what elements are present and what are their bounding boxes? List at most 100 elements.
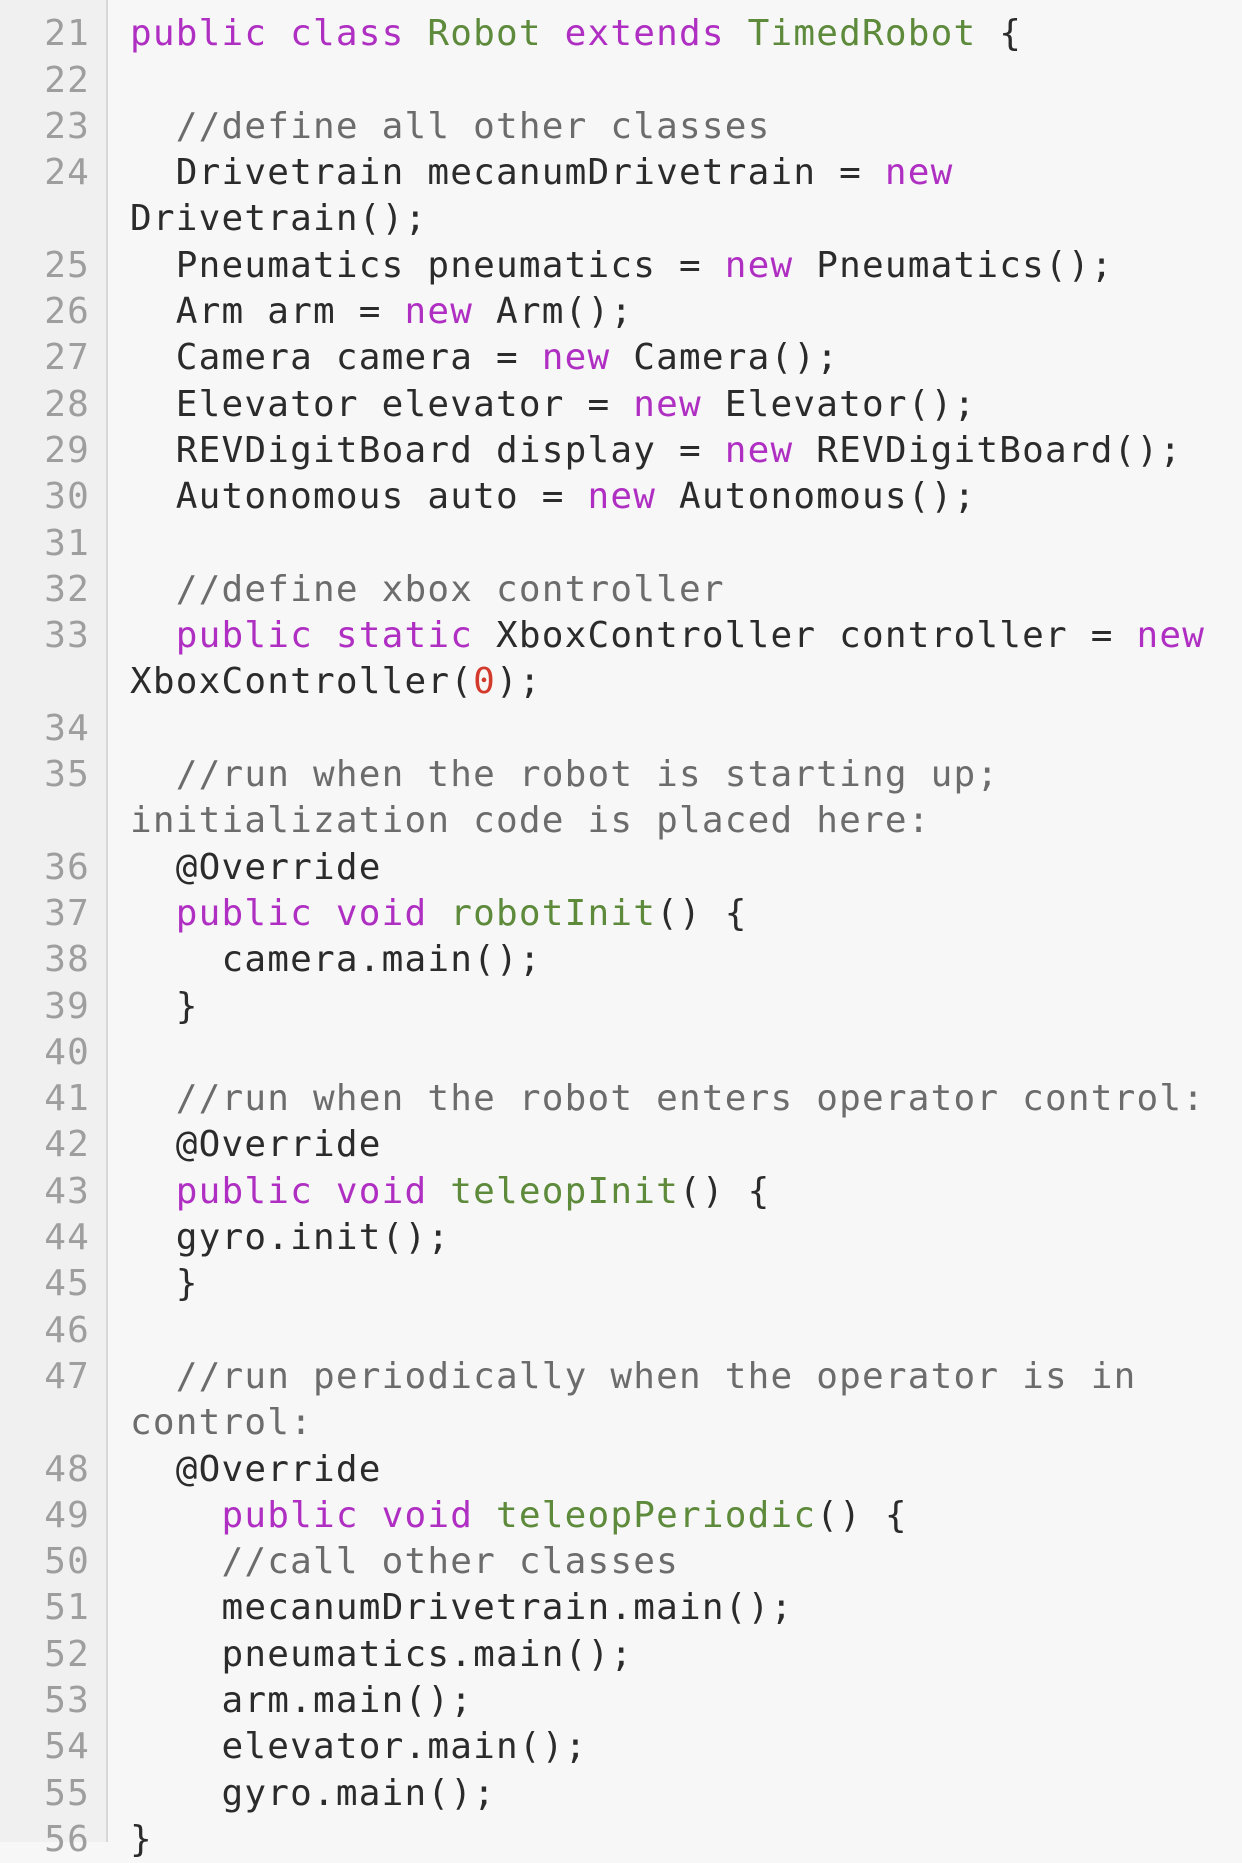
code-text[interactable]: public void robotInit() { [98,891,1242,937]
code-line[interactable]: 22​ [0,58,1242,104]
code-text[interactable]: public class Robot extends TimedRobot { [98,11,1242,57]
code-line[interactable]: 45 } [0,1261,1242,1307]
code-text[interactable]: gyro.main(); [98,1771,1242,1817]
code-line[interactable]: 44 gyro.init(); [0,1215,1242,1261]
code-line[interactable]: 51 mecanumDrivetrain.main(); [0,1585,1242,1631]
code-line[interactable]: 56} [0,1817,1242,1863]
code-token-keyword: new [884,152,954,194]
code-text[interactable]: ​ [98,0,1242,11]
line-number: 28 [44,383,90,425]
code-text[interactable]: ​ [98,58,1242,104]
code-text[interactable]: arm.main(); [98,1678,1242,1724]
code-token-method: teleopPeriodic [496,1494,817,1536]
code-token-plain: Autonomous(); [656,476,977,518]
code-line[interactable]: 25 Pneumatics pneumatics = new Pneumatic… [0,243,1242,289]
code-line[interactable]: 28 Elevator elevator = new Elevator(); [0,382,1242,428]
code-token-keyword: new [724,244,794,286]
code-text[interactable]: Drivetrain mecanumDrivetrain = new Drive… [98,150,1242,243]
code-token-plain: Pneumatics pneumatics = [130,244,725,286]
code-text[interactable]: public void teleopInit() { [98,1169,1242,1215]
code-text[interactable]: } [98,1817,1242,1863]
code-line[interactable]: 53 arm.main(); [0,1678,1242,1724]
code-line[interactable]: 46​ [0,1308,1242,1354]
code-text[interactable]: REVDigitBoard display = new REVDigitBoar… [98,428,1242,474]
code-line[interactable]: 30 Autonomous auto = new Autonomous(); [0,474,1242,520]
code-text[interactable]: ​ [98,1308,1242,1354]
code-line[interactable]: 35 //run when the robot is starting up; … [0,752,1242,845]
code-token-plain: mecanumDrivetrain.main(); [130,1587,794,1629]
code-text[interactable]: } [98,1261,1242,1307]
code-text[interactable]: mecanumDrivetrain.main(); [98,1585,1242,1631]
code-text[interactable]: camera.main(); [98,937,1242,983]
line-number: 26 [44,291,90,333]
code-text[interactable]: Autonomous auto = new Autonomous(); [98,474,1242,520]
code-line[interactable]: 31​ [0,521,1242,567]
code-token-keyword: public static [130,615,496,657]
code-text[interactable]: //run when the robot enters operator con… [98,1076,1242,1122]
code-text[interactable]: //define all other classes [98,104,1242,150]
code-line[interactable]: 42 @Override [0,1122,1242,1168]
code-token-comment: //define all other classes [130,105,771,147]
code-text[interactable]: public static XboxController controller … [98,613,1242,706]
code-text[interactable]: ​ [98,706,1242,752]
code-text[interactable]: public void teleopPeriodic() { [98,1493,1242,1539]
code-text[interactable]: //define xbox controller [98,567,1242,613]
code-token-type: Robot [427,13,565,55]
code-token-comment: //run when the robot is starting up; ini… [130,754,1023,842]
code-text[interactable]: elevator.main(); [98,1724,1242,1770]
code-token-keyword: new [1136,615,1206,657]
code-line[interactable]: 43 public void teleopInit() { [0,1169,1242,1215]
code-line[interactable]: 40​ [0,1030,1242,1076]
code-text[interactable]: @Override [98,845,1242,891]
code-text[interactable]: Elevator elevator = new Elevator(); [98,382,1242,428]
code-text[interactable]: gyro.init(); [98,1215,1242,1261]
code-token-comment: //run periodically when the operator is … [130,1355,1160,1444]
code-line[interactable]: 23 //define all other classes [0,104,1242,150]
code-line[interactable]: 24 Drivetrain mecanumDrivetrain = new Dr… [0,150,1242,243]
code-line[interactable]: 39 } [0,984,1242,1030]
code-text[interactable]: Pneumatics pneumatics = new Pneumatics()… [98,243,1242,289]
code-line[interactable]: 55 gyro.main(); [0,1771,1242,1817]
code-token-plain: } [130,1818,153,1860]
code-line[interactable]: 29 REVDigitBoard display = new REVDigitB… [0,428,1242,474]
code-line[interactable]: 47 //run periodically when the operator … [0,1354,1242,1447]
code-text[interactable]: //run periodically when the operator is … [98,1354,1242,1447]
code-line[interactable]: 33 public static XboxController controll… [0,613,1242,706]
code-line[interactable]: 49 public void teleopPeriodic() { [0,1493,1242,1539]
code-text[interactable]: ​ [98,521,1242,567]
line-number: 53 [44,1679,90,1721]
line-number: 42 [44,1124,90,1166]
code-text[interactable]: Arm arm = new Arm(); [98,289,1242,335]
code-text[interactable]: //run when the robot is starting up; ini… [98,752,1242,845]
code-token-method: teleopInit [450,1170,679,1212]
line-number: 52 [44,1633,90,1675]
code-line[interactable]: 38 camera.main(); [0,937,1242,983]
code-text[interactable]: @Override [98,1447,1242,1493]
code-line[interactable]: 32 //define xbox controller [0,567,1242,613]
code-line[interactable]: 20​ [0,0,1242,11]
code-text[interactable]: @Override [98,1122,1242,1168]
code-line[interactable]: 37 public void robotInit() { [0,891,1242,937]
code-text[interactable]: pneumatics.main(); [98,1632,1242,1678]
code-text[interactable]: Camera camera = new Camera(); [98,335,1242,381]
code-line[interactable]: 41 //run when the robot enters operator … [0,1076,1242,1122]
code-line[interactable]: 34​ [0,706,1242,752]
line-number-gutter [0,0,108,1842]
code-line[interactable]: 48 @Override [0,1447,1242,1493]
code-line[interactable]: 52 pneumatics.main(); [0,1632,1242,1678]
code-token-number: 0 [473,661,496,703]
code-text[interactable]: ​ [98,1030,1242,1076]
code-line[interactable]: 36 @Override [0,845,1242,891]
code-text[interactable]: } [98,984,1242,1030]
code-line[interactable]: 54 elevator.main(); [0,1724,1242,1770]
code-line[interactable]: 50 //call other classes [0,1539,1242,1585]
code-line[interactable]: 27 Camera camera = new Camera(); [0,335,1242,381]
code-line[interactable]: 26 Arm arm = new Arm(); [0,289,1242,335]
line-number: 49 [44,1494,90,1536]
line-number: 55 [44,1772,90,1814]
code-text[interactable]: //call other classes [98,1539,1242,1585]
code-token-plain: gyro.init(); [130,1217,451,1259]
code-token-plain: () { [656,892,748,934]
